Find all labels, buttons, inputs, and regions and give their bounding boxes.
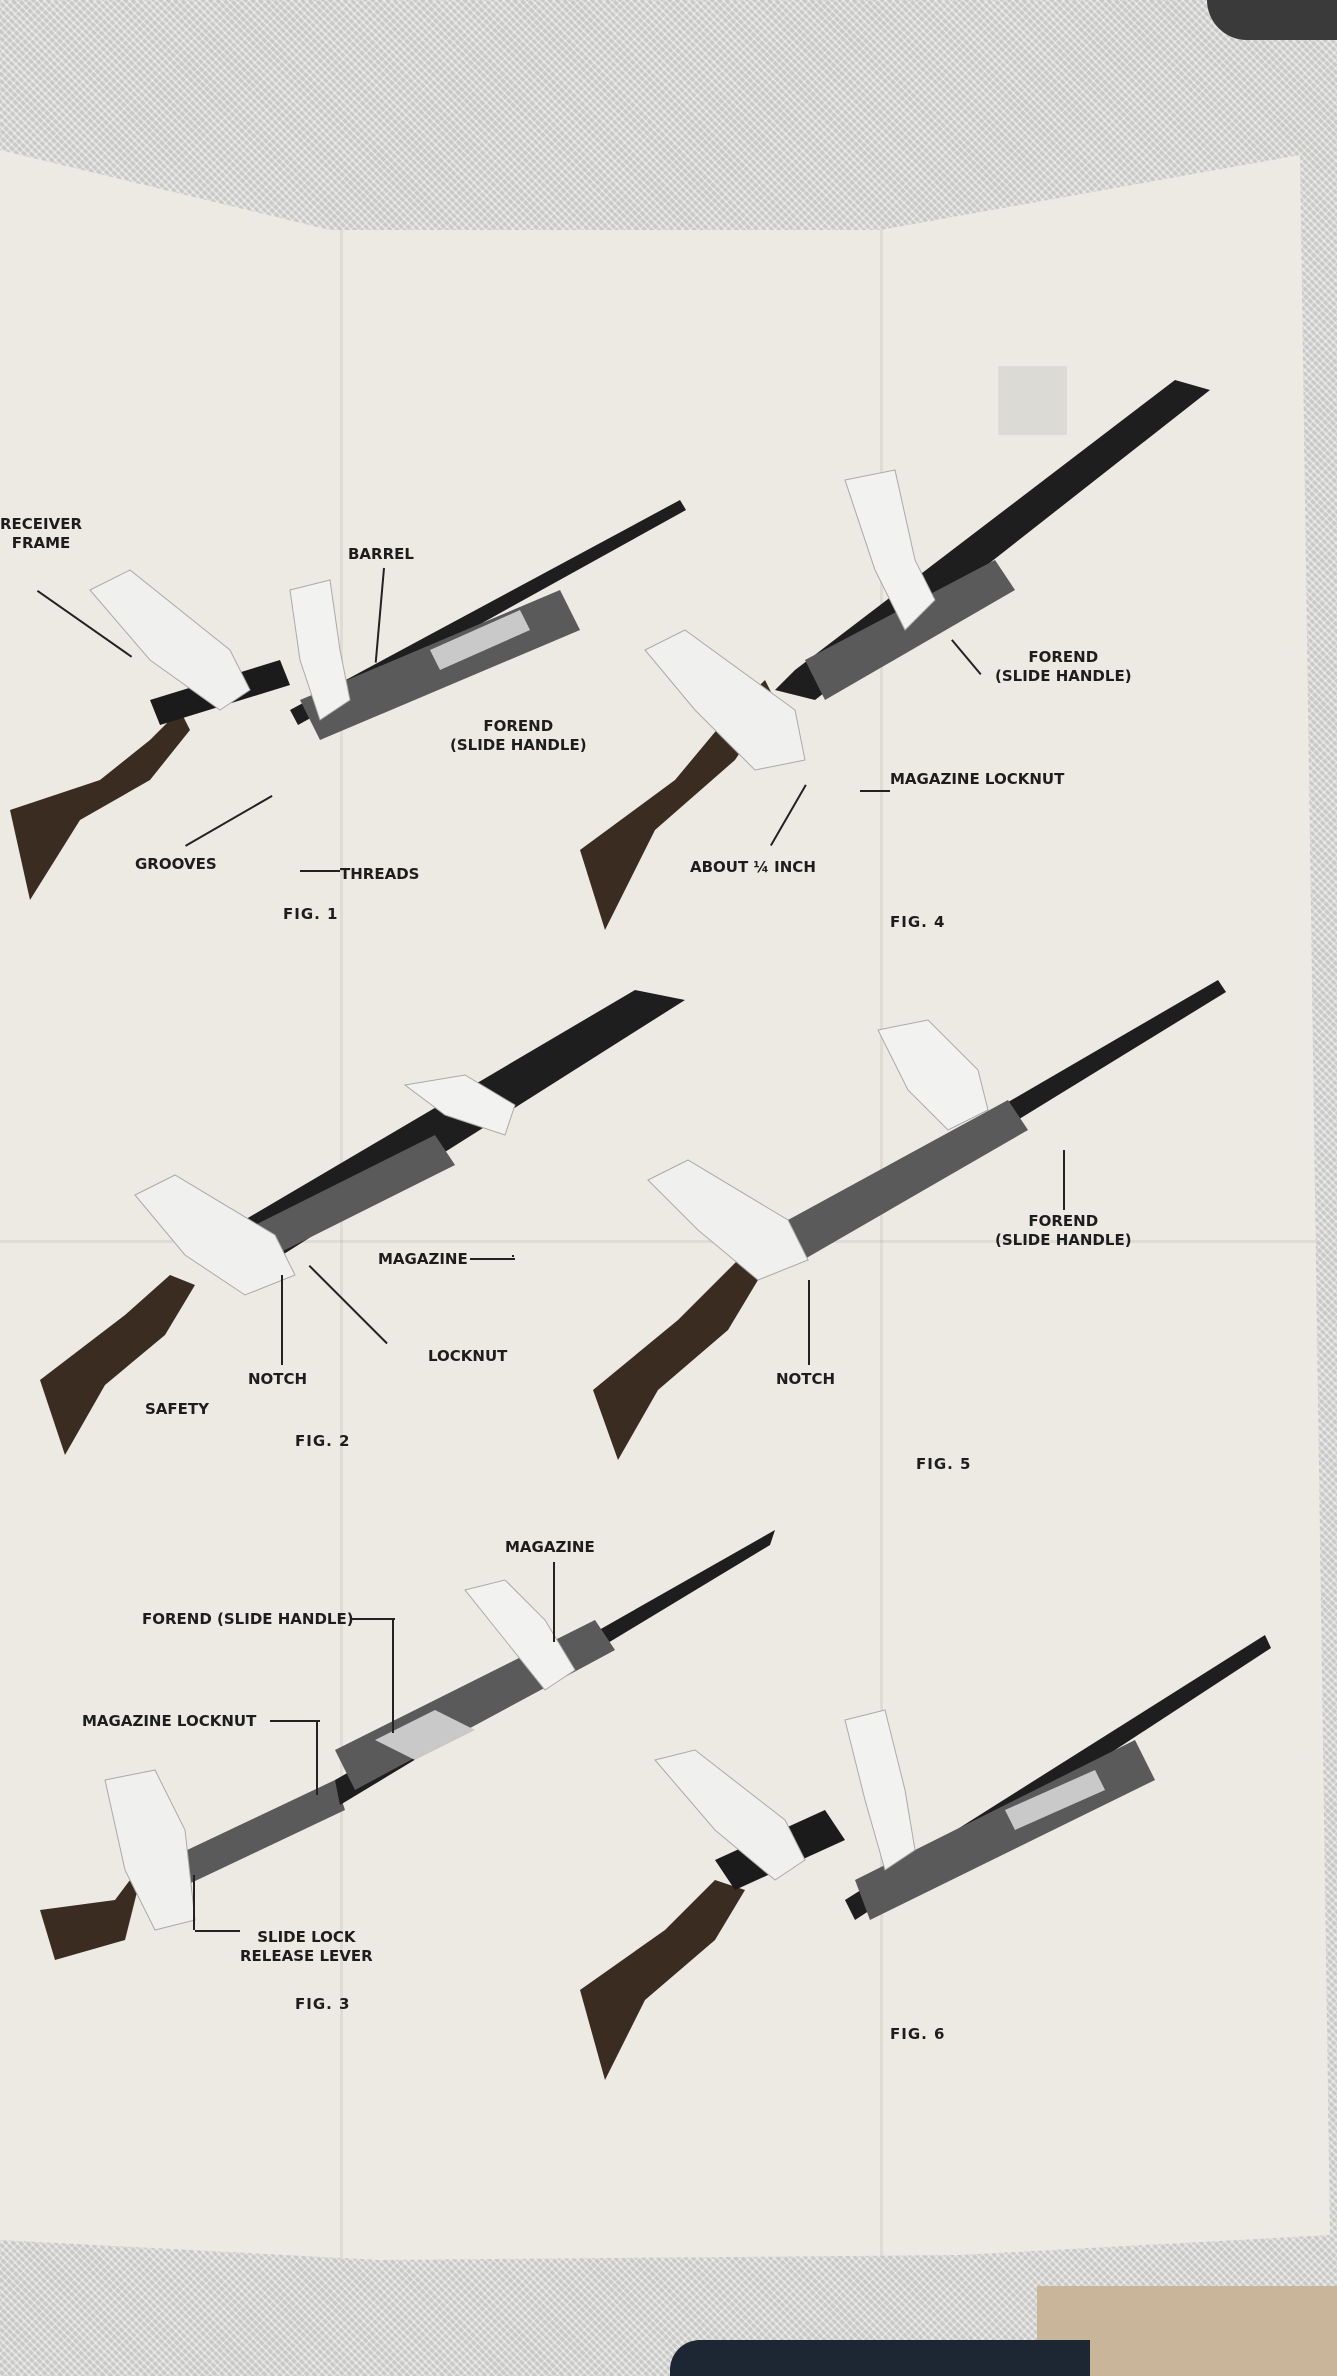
fig3-illustration bbox=[40, 1530, 775, 1960]
bleed-through: ■ bbox=[990, 340, 1076, 446]
callout-magazine: MAGAZINE bbox=[378, 1250, 468, 1268]
callout-about-quarter-inch: ABOUT ¼ INCH bbox=[690, 858, 816, 876]
leader-line bbox=[1063, 1150, 1065, 1210]
callout-receiver-frame: RECEIVER FRAME bbox=[0, 515, 83, 552]
leader-line bbox=[270, 1720, 320, 1722]
fig5-label: FIG. 5 bbox=[916, 1455, 972, 1473]
callout-safety: SAFETY bbox=[145, 1400, 209, 1418]
callout-notch: NOTCH bbox=[248, 1370, 308, 1388]
callout-slide-lock-release-lever: SLIDE LOCK RELEASE LEVER bbox=[240, 1928, 373, 1965]
leader-line bbox=[350, 1618, 395, 1620]
fig4-label: FIG. 4 bbox=[890, 913, 946, 931]
callout-threads: THREADS bbox=[340, 865, 420, 883]
leader-line bbox=[808, 1280, 810, 1365]
leader-line bbox=[392, 1618, 394, 1733]
fig2-illustration bbox=[40, 990, 685, 1455]
leader-line bbox=[860, 790, 890, 792]
callout-barrel: BARREL bbox=[348, 545, 414, 563]
callout-magazine: MAGAZINE bbox=[505, 1538, 595, 1556]
callout-locknut: LOCKNUT bbox=[428, 1347, 508, 1365]
leader-line bbox=[553, 1562, 555, 1642]
leader-line bbox=[193, 1875, 195, 1930]
callout-forend: FOREND (SLIDE HANDLE) bbox=[995, 1212, 1132, 1249]
fig2-label: FIG. 2 bbox=[295, 1432, 351, 1450]
fig3-label: FIG. 3 bbox=[295, 1995, 351, 2013]
fig1-label: FIG. 1 bbox=[283, 905, 339, 923]
dark-object-bottom bbox=[670, 2340, 1090, 2376]
callout-forend: FOREND (SLIDE HANDLE) bbox=[450, 717, 587, 754]
fig6-label: FIG. 6 bbox=[890, 2025, 946, 2043]
callout-forend-slide-handle: FOREND (SLIDE HANDLE) bbox=[142, 1610, 354, 1628]
fig1-illustration bbox=[10, 500, 686, 900]
callout-magazine-locknut: MAGAZINE LOCKNUT bbox=[890, 770, 1065, 788]
fold-line bbox=[0, 1240, 1330, 1243]
fig4-illustration bbox=[580, 380, 1210, 930]
dark-object-corner bbox=[1207, 0, 1337, 40]
callout-grooves: GROOVES bbox=[135, 855, 217, 873]
fig5-illustration bbox=[593, 980, 1226, 1460]
leader-line bbox=[281, 1275, 283, 1365]
leader-line bbox=[300, 870, 340, 872]
leader-line bbox=[316, 1720, 318, 1795]
leader-line bbox=[470, 1258, 515, 1260]
fig6-illustration bbox=[580, 1635, 1271, 2080]
leader-line bbox=[195, 1930, 240, 1932]
callout-forend: FOREND (SLIDE HANDLE) bbox=[995, 648, 1132, 685]
callout-magazine-locknut: MAGAZINE LOCKNUT bbox=[82, 1712, 257, 1730]
leader-line bbox=[512, 1255, 514, 1257]
callout-notch: NOTCH bbox=[776, 1370, 836, 1388]
